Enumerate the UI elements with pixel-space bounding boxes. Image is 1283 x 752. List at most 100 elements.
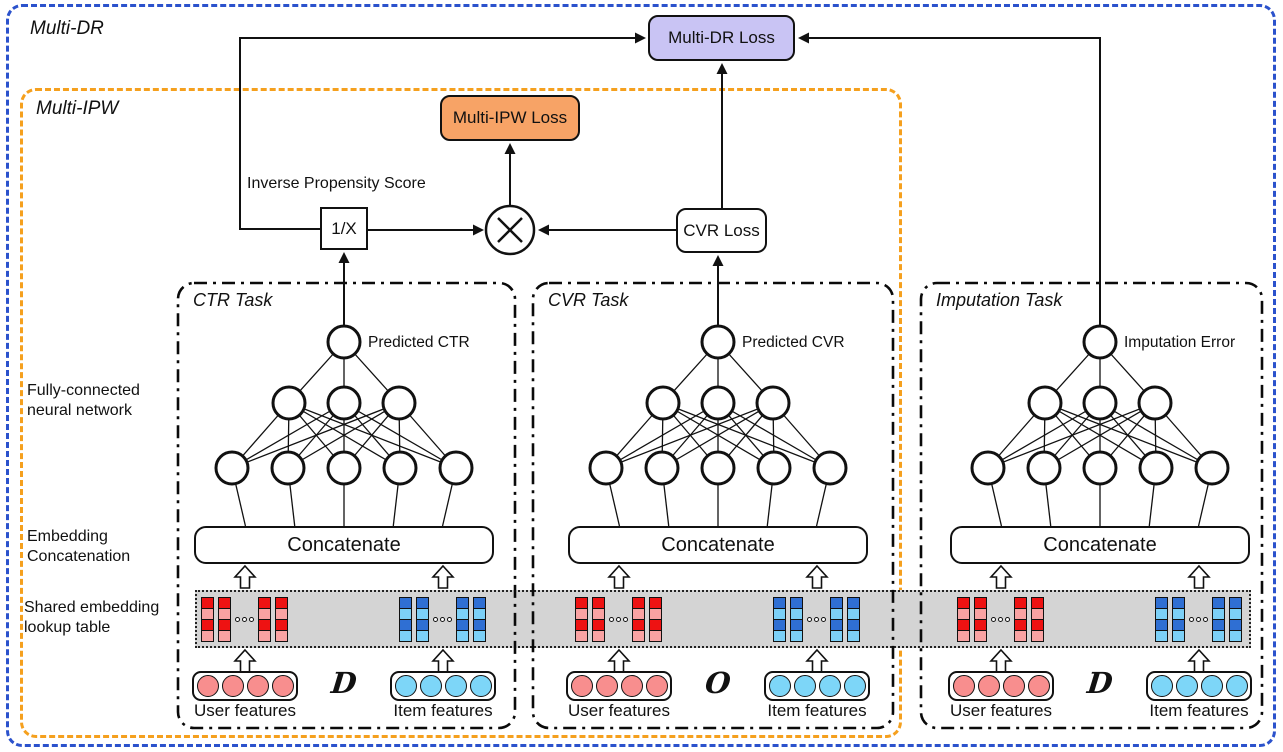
- arrowhead-icon: [798, 32, 809, 44]
- nn-node: [812, 450, 848, 486]
- nn-node: [1138, 450, 1174, 486]
- embedding-cell: [649, 629, 662, 642]
- embedding-column: [258, 596, 271, 642]
- nn-node: [326, 450, 362, 486]
- embedding-ellipsis-icon: [807, 616, 826, 622]
- nn-node: [588, 450, 624, 486]
- nn-node: [1026, 450, 1062, 486]
- embedding-column: [1155, 596, 1168, 642]
- arrowhead-icon: [635, 32, 646, 44]
- dot-icon: [1189, 616, 1194, 622]
- nn-node: [1194, 450, 1230, 486]
- embedding-cell: [1031, 629, 1044, 642]
- embedding-cell: [275, 629, 288, 642]
- nn-edge: [987, 402, 1101, 469]
- feature-circle: [221, 675, 244, 697]
- concatenate-box-2: Concatenate: [950, 526, 1250, 564]
- feature-circle: [843, 675, 866, 697]
- embedding-group-item-2: [1155, 594, 1242, 644]
- user-features-label-0: User features: [193, 701, 297, 720]
- embedding-cell: [632, 629, 645, 642]
- dataset-symbol-0: D: [329, 666, 359, 700]
- embedding-column: [773, 596, 786, 642]
- embedding-cell: [416, 629, 429, 642]
- embedding-ellipsis-icon: [991, 616, 1010, 622]
- embedding-column: [1229, 596, 1242, 642]
- concatenate-box-1: Concatenate: [568, 526, 868, 564]
- predicted-output-label-2: Imputation Error: [1124, 334, 1236, 351]
- feature-circle: [196, 675, 219, 697]
- embedding-cell: [847, 629, 860, 642]
- embedding-column: [790, 596, 803, 642]
- multi-dr-loss-box: Multi-DR Loss: [648, 15, 795, 61]
- dot-icon: [616, 616, 621, 622]
- task-box-border-1: [531, 281, 895, 730]
- nn-edge: [605, 402, 774, 469]
- user-features-box-1: [566, 671, 672, 701]
- nn-node: [970, 450, 1006, 486]
- feature-circle: [595, 675, 618, 697]
- arrowhead-icon: [716, 63, 728, 74]
- embedding-cell: [473, 629, 486, 642]
- embedding-group-item-0: [399, 594, 486, 644]
- dot-icon: [814, 616, 819, 622]
- embedding-cell: [456, 629, 469, 642]
- up-arrow-icon: [1187, 564, 1211, 589]
- multi-dr-label: Multi-DR: [30, 18, 104, 39]
- dot-icon: [440, 616, 445, 622]
- feature-circle: [1225, 675, 1248, 697]
- feature-circle: [645, 675, 668, 697]
- nn-node: [214, 450, 250, 486]
- multi-dr-frame: [6, 4, 1276, 747]
- dataset-symbol-2: D: [1085, 666, 1115, 700]
- embedding-column: [847, 596, 860, 642]
- nn-node: [1027, 385, 1063, 421]
- connector-line: [800, 37, 1101, 326]
- multi-ipw-label: Multi-IPW: [36, 98, 119, 119]
- embedding-column: [632, 596, 645, 642]
- arrowhead-icon: [538, 224, 549, 236]
- embedding-column: [456, 596, 469, 642]
- inverse-propensity-caption: Inverse Propensity Score: [247, 175, 426, 192]
- concatenate-box-0: Concatenate: [194, 526, 494, 564]
- feature-circle: [1200, 675, 1223, 697]
- embedding-column: [1014, 596, 1027, 642]
- embedding-group-user-1: [575, 594, 662, 644]
- multiply-icon: [497, 217, 523, 243]
- feature-circle: [570, 675, 593, 697]
- embedding-group-user-0: [201, 594, 288, 644]
- side-label-embedding: Embedding Concatenation: [27, 528, 131, 565]
- item-features-box-1: [764, 671, 870, 701]
- nn-node: [1082, 450, 1118, 486]
- nn-node: [700, 385, 736, 421]
- feature-circle: [768, 675, 791, 697]
- embedding-cell: [974, 629, 987, 642]
- item-features-label-0: Item features: [393, 701, 493, 720]
- up-arrow-icon: [233, 564, 257, 589]
- embedding-column: [218, 596, 231, 642]
- embedding-column: [1172, 596, 1185, 642]
- embedding-cell: [1155, 629, 1168, 642]
- feature-circle: [394, 675, 417, 697]
- dot-icon: [249, 616, 254, 622]
- task-box-border-2: [919, 281, 1264, 730]
- feature-circle: [271, 675, 294, 697]
- nn-node: [270, 450, 306, 486]
- dot-icon: [998, 616, 1003, 622]
- embedding-column: [957, 596, 970, 642]
- arrowhead-icon: [712, 255, 724, 266]
- embedding-group-user-2: [957, 594, 1044, 644]
- embedding-cell: [1014, 629, 1027, 642]
- side-label-fcnn: Fully-connected neural network: [27, 382, 140, 419]
- feature-circle: [1002, 675, 1025, 697]
- dot-icon: [991, 616, 996, 622]
- dot-icon: [609, 616, 614, 622]
- embedding-cell: [773, 629, 786, 642]
- cvr-loss-box: CVR Loss: [676, 208, 767, 253]
- embedding-cell: [790, 629, 803, 642]
- embedding-cell: [258, 629, 271, 642]
- nn-node: [1082, 385, 1118, 421]
- feature-circle: [419, 675, 442, 697]
- embedding-column: [592, 596, 605, 642]
- dot-icon: [1005, 616, 1010, 622]
